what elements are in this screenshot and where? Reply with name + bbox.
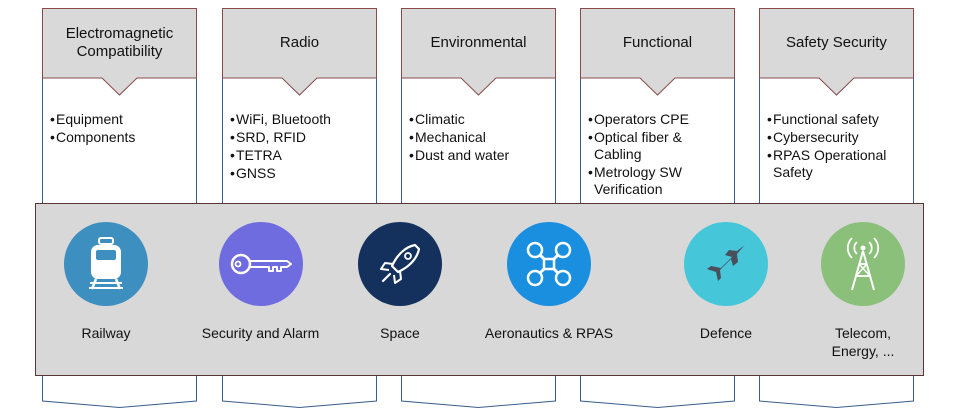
sector-security-alarm: Security and Alarm — [190, 222, 331, 342]
category-items: •Operators CPE •Optical fiber & Cabling … — [588, 111, 733, 199]
list-item: •RPAS Operational Safety — [767, 147, 887, 180]
category-items: •WiFi, Bluetooth •SRD, RFID •TETRA •GNSS — [230, 111, 375, 183]
antenna-tower-icon — [821, 222, 905, 306]
drone-icon — [507, 222, 591, 306]
list-item: •Components — [50, 129, 136, 145]
sector-label: Telecom, Energy, ... — [831, 325, 895, 359]
sector-space: Space — [330, 222, 470, 342]
list-item: •Mechanical — [409, 129, 486, 145]
category-title: Environmental — [430, 34, 527, 51]
category-items: •Climatic •Mechanical •Dust and water — [409, 111, 554, 165]
category-items: •Functional safety •Cybersecurity •RPAS … — [767, 111, 912, 182]
list-item: •Cybersecurity — [767, 129, 859, 145]
category-items: •Equipment •Components — [50, 111, 195, 147]
category-title: Functional — [622, 34, 693, 51]
fighter-jet-icon — [684, 222, 768, 306]
list-item: •Functional safety — [767, 111, 879, 127]
list-item: •Equipment — [50, 111, 123, 127]
list-item: •WiFi, Bluetooth — [230, 111, 331, 127]
list-item: •GNSS — [230, 165, 276, 181]
sector-defence: Defence — [656, 222, 796, 342]
sector-label: Space — [380, 325, 420, 341]
sector-label: Railway — [81, 325, 131, 341]
list-item: •Optical fiber & Cabling — [588, 129, 682, 162]
sector-label: Defence — [699, 325, 753, 341]
list-item: •Metrology SW Verification — [588, 164, 682, 197]
sector-label: Aeronautics & RPAS — [484, 325, 614, 341]
category-title: Radio — [279, 34, 320, 51]
train-icon — [64, 222, 148, 306]
sector-telecom-energy: Telecom, Energy, ... — [799, 222, 927, 360]
sector-aeronautics-rpas: Aeronautics & RPAS — [478, 222, 620, 342]
rocket-icon — [358, 222, 442, 306]
category-title: Electromagnetic Compatibility — [65, 25, 174, 60]
sector-railway: Railway — [36, 222, 176, 342]
list-item: •TETRA — [230, 147, 282, 163]
sector-label: Security and Alarm — [201, 325, 320, 341]
list-item: •Climatic — [409, 111, 465, 127]
list-item: •Operators CPE — [588, 111, 689, 127]
category-title: Safety Security — [786, 34, 887, 51]
list-item: •Dust and water — [409, 147, 510, 163]
list-item: •SRD, RFID — [230, 129, 306, 145]
key-icon — [218, 222, 303, 306]
sectors-band: Railway Security and Alarm Space — [35, 203, 924, 376]
